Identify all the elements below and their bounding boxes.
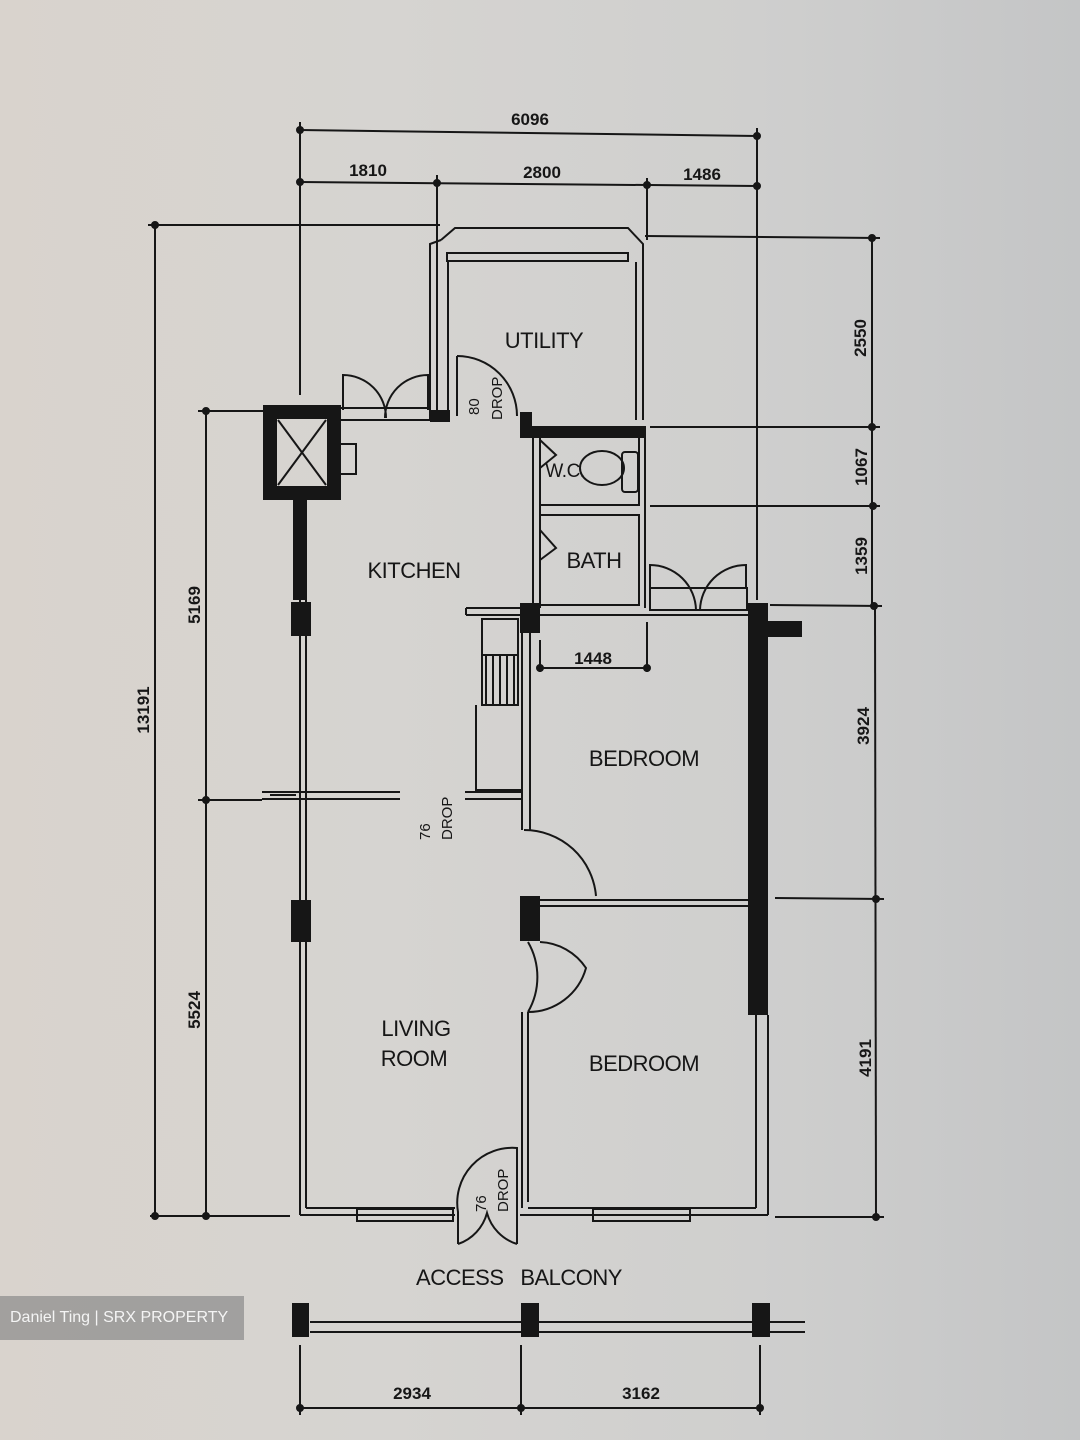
dim-right-bath: 1359 (852, 537, 871, 575)
right-dimension-lines (644, 234, 885, 1221)
living-drop-label: DROP (439, 797, 456, 840)
access-balcony-label: ACCESS BALCONY (416, 1265, 623, 1290)
bottom-wall (300, 1146, 768, 1245)
watermark: Daniel Ting | SRX PROPERTY (0, 1296, 244, 1340)
utility-drop-value: 80 (466, 398, 483, 415)
utility-drop-label: DROP (489, 377, 506, 420)
dim-top-right: 1486 (683, 165, 721, 184)
living-room-label-line1: LIVING (381, 1016, 450, 1041)
dim-right-utility: 2550 (851, 319, 870, 357)
dim-top-left: 1810 (349, 161, 387, 180)
dim-inner-bedroom-width: 1448 (574, 649, 612, 668)
dim-right-bedroom2: 4191 (856, 1039, 875, 1077)
wc-bath-block (532, 436, 748, 611)
dim-right-bedroom1: 3924 (854, 707, 873, 745)
top-dimension-lines (296, 122, 761, 600)
wc-label: W.C. (545, 461, 584, 482)
dim-bottom-right: 3162 (622, 1384, 660, 1403)
dim-left-upper: 5169 (185, 586, 204, 624)
living-room-label-line2: ROOM (381, 1046, 447, 1071)
refuse-chute-icon (277, 419, 327, 486)
balcony-strip (296, 1321, 805, 1415)
bath-label: BATH (566, 548, 621, 573)
dim-left-lower: 5524 (185, 991, 204, 1029)
kitchen-label: KITCHEN (367, 558, 460, 583)
entrance-drop-value: 76 (473, 1195, 490, 1212)
left-dimension-lines (148, 221, 440, 1220)
dim-left-total: 13191 (134, 686, 153, 733)
living-drop-value: 76 (417, 823, 434, 840)
dim-right-wc: 1067 (852, 448, 871, 486)
solid-walls (263, 405, 802, 1337)
dim-top-total: 6096 (511, 110, 549, 129)
dim-bottom-left: 2934 (393, 1384, 431, 1403)
bedroom-1-label: BEDROOM (589, 746, 699, 771)
entrance-drop-label: DROP (495, 1169, 512, 1212)
utility-room (429, 227, 644, 420)
bedroom-walls (521, 614, 769, 1215)
bedroom-2-label: BEDROOM (589, 1051, 699, 1076)
utility-label: UTILITY (505, 328, 584, 353)
dim-top-mid: 2800 (523, 163, 561, 182)
